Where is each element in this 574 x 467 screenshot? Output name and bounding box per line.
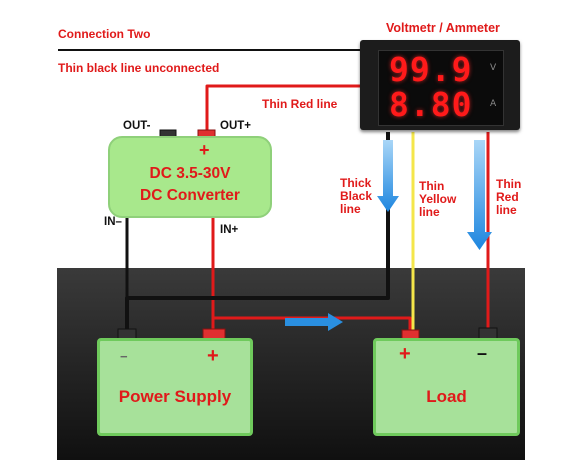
power-supply-label: Power Supply — [118, 387, 232, 406]
load-label: Load — [426, 387, 467, 406]
out-plus-label: OUT+ — [220, 120, 251, 132]
thick-black-line-label-2: Black — [340, 189, 373, 203]
thin-red-line-right-label: Thin Red line — [496, 178, 521, 217]
power-supply-minus-sign: − — [120, 349, 128, 364]
thin-black-unconnected-label: Thin black line unconnected — [58, 61, 220, 75]
meter-title: Voltmetr / Ammeter — [386, 21, 500, 35]
in-plus-label: IN+ — [220, 224, 239, 236]
in-minus-label: IN– — [104, 216, 122, 228]
thin-yellow-line-label-1: Thin — [419, 179, 445, 193]
voltage-readout: 99.9 — [389, 50, 473, 89]
converter-line-1: DC 3.5-30V — [149, 165, 231, 182]
thin-yellow-line-label: Thin Yellow line — [419, 180, 456, 219]
thin-red-line-label: Thin Red line — [262, 97, 338, 111]
power-supply-plus-sign: + — [207, 345, 219, 367]
load-box: + – Load — [373, 338, 520, 436]
thin-yellow-line-label-3: line — [419, 205, 440, 219]
out-minus-label: OUT- — [123, 120, 151, 132]
thin-red-line-right-label-1: Thin — [496, 177, 522, 191]
flow-arrows — [285, 140, 492, 331]
thin-red-line-right-label-3: line — [496, 203, 517, 217]
wires — [58, 49, 490, 332]
thick-black-line-label: Thick Black line — [340, 177, 372, 216]
thick-black-line — [125, 132, 390, 330]
voltage-unit: V — [490, 63, 497, 73]
thin-yellow-line-label-2: Yellow — [419, 192, 457, 206]
thin-red-line-right-label-2: Red — [496, 190, 519, 204]
load-plus-sign: + — [399, 343, 411, 365]
thin-red-line-top — [205, 84, 362, 133]
power-supply-box: − + Power Supply — [97, 338, 253, 436]
arrow-right — [285, 313, 343, 331]
converter-plus-sign: + — [199, 140, 210, 160]
volt-ammeter: 99.9 V 8.80 A — [360, 40, 520, 130]
load-minus-sign: – — [477, 343, 488, 363]
red-supply-to-load — [213, 316, 412, 332]
meter-display: 99.9 V 8.80 A — [378, 50, 504, 126]
current-unit: A — [490, 99, 497, 109]
arrow-down-left — [377, 140, 399, 212]
arrow-down-right — [467, 140, 492, 250]
converter-line-2: DC Converter — [140, 187, 240, 204]
connection-two-label: Connection Two — [58, 27, 151, 41]
thick-black-line-label-3: line — [340, 202, 361, 216]
thick-black-line-label-1: Thick — [340, 176, 372, 190]
dc-converter-box: + DC 3.5-30V DC Converter — [108, 136, 272, 218]
current-readout: 8.80 — [389, 85, 473, 124]
